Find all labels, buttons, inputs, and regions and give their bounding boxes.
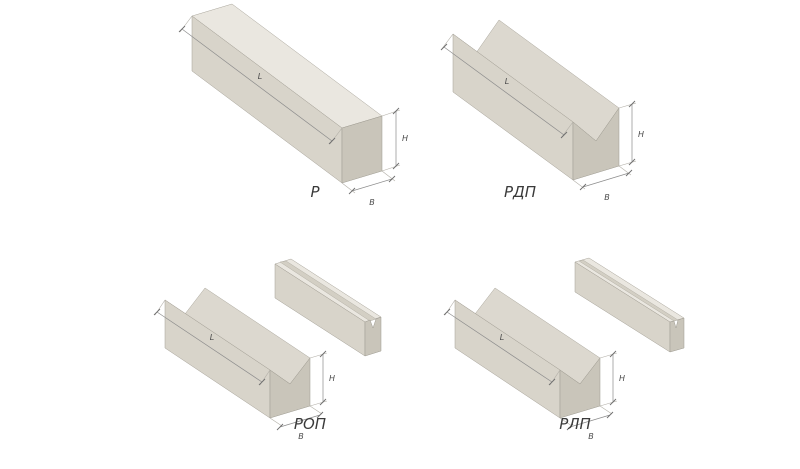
ext-line bbox=[381, 164, 401, 172]
beam-diagram-rlp: L H B bbox=[443, 257, 685, 441]
ext-line bbox=[618, 160, 637, 167]
ext-line bbox=[560, 121, 574, 139]
ext-line bbox=[559, 417, 573, 427]
ext-line bbox=[341, 182, 356, 194]
dim-label-h: H bbox=[619, 374, 625, 383]
ext-line bbox=[618, 165, 632, 176]
ext-line bbox=[599, 352, 618, 359]
dim-tick bbox=[628, 100, 636, 108]
dim-label-l: L bbox=[500, 333, 504, 342]
dim-tick bbox=[440, 43, 448, 51]
dim-tick bbox=[548, 378, 556, 386]
dim-tick bbox=[628, 158, 636, 166]
dim-tick bbox=[328, 137, 336, 145]
dim-tick bbox=[566, 423, 574, 431]
dim-label-h: H bbox=[402, 134, 408, 143]
beam-end-face bbox=[341, 115, 383, 184]
dim-label-b: B bbox=[604, 193, 610, 202]
dim-tick bbox=[178, 25, 186, 33]
caption-p: Р bbox=[310, 183, 320, 201]
dim-label-l: L bbox=[505, 77, 509, 86]
dim-label-b: B bbox=[298, 432, 304, 441]
dim-tick bbox=[392, 107, 400, 115]
dim-tick bbox=[348, 187, 356, 195]
dim-tick bbox=[316, 411, 324, 419]
dim-tick bbox=[388, 175, 396, 183]
dim-line-l bbox=[156, 311, 263, 383]
dim-line-b bbox=[582, 172, 630, 188]
dim-line-b bbox=[569, 414, 611, 428]
ext-line bbox=[440, 33, 454, 51]
dim-line-l bbox=[443, 46, 565, 136]
caption-rdp: РДП bbox=[503, 183, 537, 201]
dim-label-h: H bbox=[329, 374, 335, 383]
dim-tick bbox=[443, 308, 451, 316]
caption-rlp: РЛП bbox=[559, 415, 591, 433]
dim-tick bbox=[579, 183, 587, 191]
dim-label-l: L bbox=[258, 72, 262, 81]
ext-line bbox=[309, 405, 323, 415]
beam-diagram-p: L H B bbox=[178, 3, 408, 207]
ext-line bbox=[618, 102, 637, 109]
companion-end-face bbox=[364, 316, 382, 357]
dim-tick bbox=[276, 423, 284, 431]
dim-label-b: B bbox=[588, 432, 594, 441]
dim-tick bbox=[606, 411, 614, 419]
ext-line bbox=[381, 170, 396, 182]
dim-tick bbox=[609, 350, 617, 358]
dim-tick bbox=[153, 308, 161, 316]
dim-tick bbox=[258, 378, 266, 386]
ext-line bbox=[381, 109, 401, 117]
caption-rop: РОП bbox=[293, 415, 327, 433]
dim-label-b: B bbox=[369, 198, 375, 207]
companion-end-face bbox=[669, 317, 685, 353]
ext-line bbox=[599, 400, 618, 407]
ext-line bbox=[309, 352, 328, 359]
dim-label-h: H bbox=[638, 130, 644, 139]
beam-diagram-rdp: L H B bbox=[440, 19, 644, 202]
dim-tick bbox=[319, 398, 327, 406]
dim-line-l bbox=[446, 311, 553, 383]
beam-end-face bbox=[269, 357, 311, 419]
dim-tick bbox=[560, 131, 568, 139]
ext-line bbox=[309, 400, 328, 407]
dim-line-l bbox=[181, 28, 333, 142]
beam-end-face bbox=[572, 107, 620, 181]
dim-tick bbox=[625, 169, 633, 177]
dim-line-b bbox=[351, 178, 393, 192]
ext-line bbox=[599, 405, 613, 415]
beam-diagram-rop: L H B bbox=[153, 258, 382, 441]
dim-tick bbox=[319, 350, 327, 358]
dim-tick bbox=[392, 162, 400, 170]
dim-tick bbox=[609, 398, 617, 406]
dim-line-b bbox=[279, 414, 321, 428]
dim-label-l: L bbox=[210, 333, 214, 342]
ext-line bbox=[269, 417, 283, 427]
beam-end-face bbox=[559, 357, 601, 419]
